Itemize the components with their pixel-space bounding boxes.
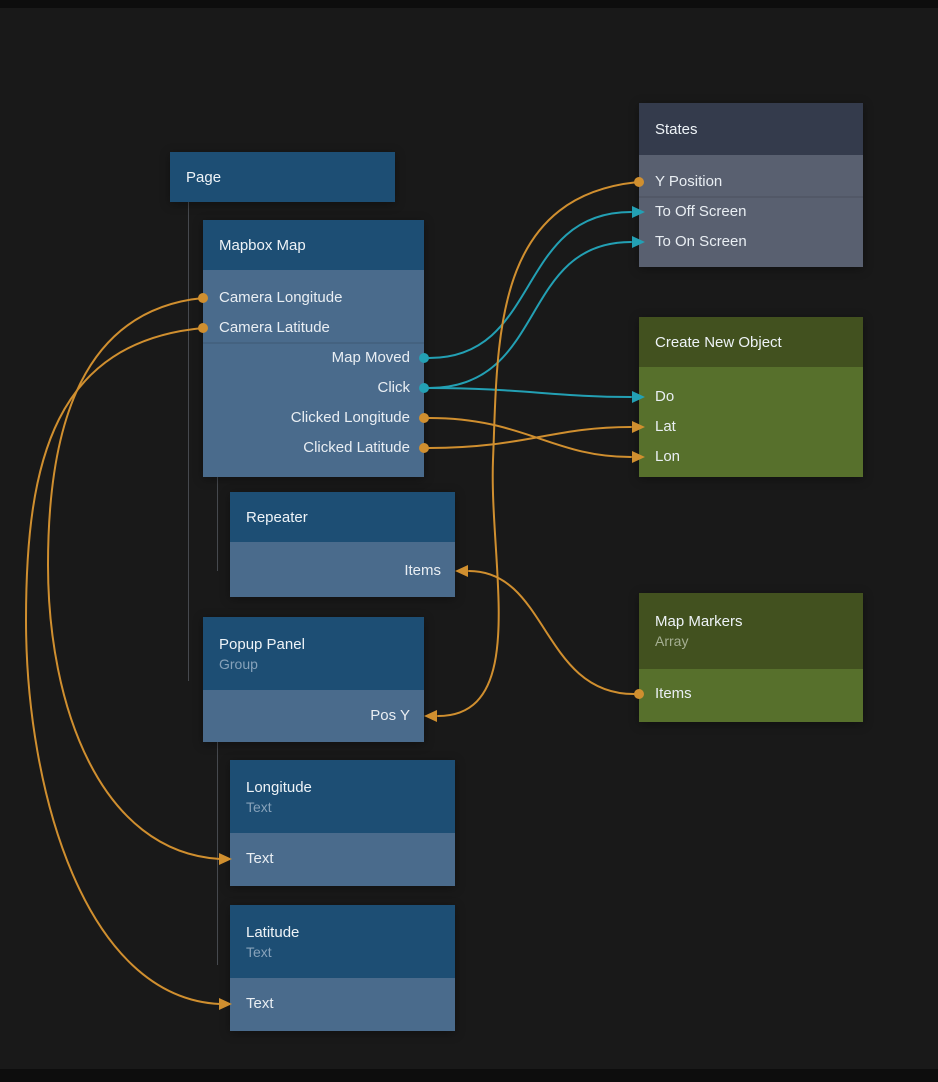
port-clicked-longitude[interactable]: Clicked Longitude [290,409,410,426]
node-body: Y Position To Off Screen To On Screen [639,155,863,267]
node-states[interactable]: States Y Position To Off Screen To On Sc… [639,103,863,267]
node-header[interactable]: Page [170,152,395,202]
wire-y-position-to-pos-y[interactable] [437,181,640,717]
port-clicked-latitude[interactable]: Clicked Latitude [303,439,410,456]
wire-click-to-on-screen[interactable] [428,241,632,389]
port-items[interactable]: Items [655,685,692,702]
node-header[interactable]: Repeater [230,492,455,542]
node-create-new-object[interactable]: Create New Object Do Lat Lon [639,317,863,477]
port-to-on-screen[interactable]: To On Screen [655,233,747,250]
node-subtitle: Text [246,943,272,960]
node-map-markers[interactable]: Map Markers Array Items [639,593,863,722]
node-title: Mapbox Map [219,236,306,254]
node-page[interactable]: Page [170,152,395,202]
port-do[interactable]: Do [655,388,675,405]
port-items[interactable]: Items [404,562,441,579]
node-header[interactable]: Map Markers Array [639,593,863,669]
node-body: Items [230,542,455,597]
window-frame-bottom [0,1069,938,1082]
wire-camera-longitude-to-longitude-text[interactable] [46,297,221,860]
node-header[interactable]: Longitude Text [230,760,455,833]
node-latitude-text[interactable]: Latitude Text Text [230,905,455,1031]
node-mapbox-map[interactable]: Mapbox Map Camera Longitude Camera Latit… [203,220,424,477]
wire-map-moved-to-off-screen[interactable] [428,211,632,359]
node-header[interactable]: Latitude Text [230,905,455,978]
port-click[interactable]: Click [377,379,411,396]
node-title: Page [186,168,222,186]
port-text[interactable]: Text [246,850,274,867]
port-y-position[interactable]: Y Position [655,173,723,190]
node-body: Camera Longitude Camera Latitude Map Mov… [203,270,424,477]
node-header[interactable]: Mapbox Map [203,220,424,270]
node-title: Popup Panel [219,635,305,653]
port-lon[interactable]: Lon [655,448,681,465]
node-subtitle: Array [655,633,689,649]
port-arrow-pos-y[interactable] [424,710,437,722]
node-title: Create New Object [655,333,782,351]
wire-clicked-longitude-to-lon[interactable] [428,417,632,458]
node-popup-panel[interactable]: Popup Panel Group Pos Y [203,617,424,742]
node-body: Do Lat Lon [639,367,863,477]
wire-click-to-do[interactable] [428,387,632,398]
node-subtitle: Group [219,655,258,672]
port-lat[interactable]: Lat [655,418,676,435]
node-header[interactable]: States [639,103,863,155]
node-body: Text [230,978,455,1031]
node-title: States [655,120,698,138]
port-camera-latitude[interactable]: Camera Latitude [219,319,330,336]
node-title: Repeater [246,508,308,526]
window-frame-top [0,0,938,8]
node-header[interactable]: Create New Object [639,317,863,367]
port-arrow-repeater-items[interactable] [455,565,468,577]
node-title: Longitude [246,778,312,796]
node-body: Text [230,833,455,886]
node-title: Map Markers [655,613,743,630]
port-text[interactable]: Text [246,995,274,1012]
wire-camera-latitude-to-latitude-text[interactable] [24,327,221,1005]
wire-clicked-latitude-to-lat[interactable] [428,426,632,449]
node-body: Pos Y [203,690,424,742]
port-pos-y[interactable]: Pos Y [370,707,410,724]
node-title: Latitude [246,923,300,941]
node-header[interactable]: Popup Panel Group [203,617,424,690]
node-longitude-text[interactable]: Longitude Text Text [230,760,455,886]
node-body: Items [639,669,863,722]
port-to-off-screen[interactable]: To Off Screen [655,203,747,220]
wire-markers-items-to-repeater-items[interactable] [468,570,635,695]
node-repeater[interactable]: Repeater Items [230,492,455,597]
port-map-moved[interactable]: Map Moved [331,349,410,366]
port-camera-longitude[interactable]: Camera Longitude [219,289,343,306]
node-subtitle: Text [246,798,272,815]
